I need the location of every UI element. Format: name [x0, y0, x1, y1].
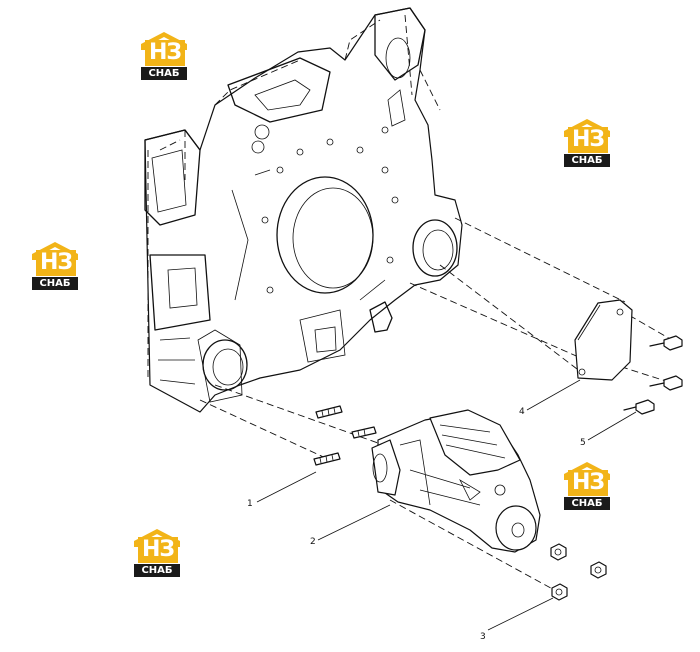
watermark-word: СНАБ: [141, 67, 187, 80]
watermark-word: СНАБ: [564, 497, 610, 510]
watermark-word: СНАБ: [564, 154, 610, 167]
starter-motor: [371, 409, 541, 553]
studs: [313, 405, 377, 466]
callout-1: 1: [247, 499, 253, 509]
watermark-word: СНАБ: [134, 564, 180, 577]
watermark-letters: НЗ: [145, 40, 185, 66]
nuts: [550, 543, 607, 601]
watermark-logo: НЗ СНАБ: [28, 240, 82, 292]
callout-3: 3: [480, 632, 486, 642]
watermark-letters: НЗ: [138, 537, 178, 563]
bolt-holes: [261, 126, 399, 294]
callout-5: 5: [580, 438, 586, 448]
cover-plate: [574, 299, 633, 381]
callout-4: 4: [519, 407, 525, 417]
watermark-letters: НЗ: [568, 127, 608, 153]
watermark-letters: НЗ: [36, 250, 76, 276]
flywheel-housing: [144, 7, 463, 413]
watermark-logo: НЗ СНАБ: [130, 527, 184, 579]
watermark-logo: НЗ СНАБ: [137, 30, 191, 82]
cover-bolts: [623, 335, 683, 415]
watermark-logo: НЗ СНАБ: [560, 460, 614, 512]
watermark-letters: НЗ: [568, 470, 608, 496]
watermark-word: СНАБ: [32, 277, 78, 290]
callouts: 1 2 3 4 5: [247, 379, 637, 642]
callout-2: 2: [310, 537, 316, 547]
watermark-logo: НЗ СНАБ: [560, 117, 614, 169]
